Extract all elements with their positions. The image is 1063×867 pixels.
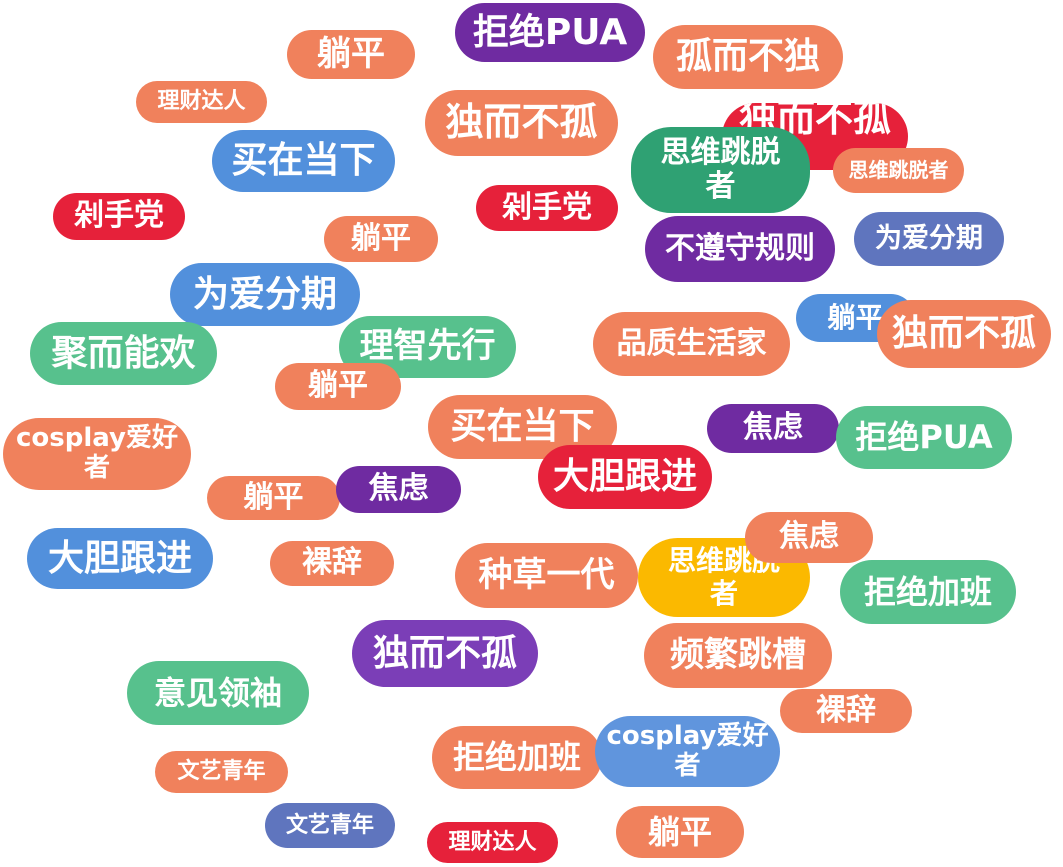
tag-pill: 焦虑 xyxy=(336,466,461,513)
tag-label: 文艺青年 xyxy=(177,759,266,785)
tag-pill: 躺平 xyxy=(207,476,340,520)
tag-label: 拒绝PUA xyxy=(855,418,993,457)
tag-label: 独而不孤 xyxy=(372,632,517,674)
tag-pill: 拒绝加班 xyxy=(432,726,602,789)
tag-label: cosplay爱好 者 xyxy=(16,423,178,483)
tag-label: 独而不孤 xyxy=(445,100,598,145)
tag-label: 躺平 xyxy=(243,479,304,515)
tag-label: 大胆跟进 xyxy=(47,537,192,579)
tag-pill: 独而不孤 xyxy=(877,300,1051,368)
tag-label: 焦虑 xyxy=(368,471,429,507)
tag-label: 意见领袖 xyxy=(153,673,282,712)
tag-pill: 大胆跟进 xyxy=(538,445,712,509)
tag-pill: 为爱分期 xyxy=(170,263,360,326)
tag-pill: 拒绝PUA xyxy=(455,3,645,62)
tag-label: 剁手党 xyxy=(74,198,164,234)
tag-pill: 意见领袖 xyxy=(127,661,309,725)
tag-pill: 躺平 xyxy=(287,30,415,79)
tag-label: 买在当下 xyxy=(231,140,376,182)
tag-label: 剁手党 xyxy=(502,189,592,225)
tag-pill: 不遵守规则 xyxy=(645,216,835,282)
tag-pill: 聚而能欢 xyxy=(30,322,217,385)
tag-label: 裸辞 xyxy=(302,545,362,581)
tag-pill: 买在当下 xyxy=(212,130,395,192)
tag-label: 理财达人 xyxy=(157,89,246,115)
tag-label: 裸辞 xyxy=(816,692,876,728)
tag-pill: 躺平 xyxy=(324,216,438,262)
tag-pill: 理财达人 xyxy=(136,81,267,123)
tag-label: 躺平 xyxy=(827,300,884,334)
tag-pill: 剁手党 xyxy=(476,185,618,231)
tag-pill: 理财达人 xyxy=(427,822,558,863)
tag-pill: 独而不孤 xyxy=(352,620,538,687)
tag-label: 买在当下 xyxy=(450,406,595,448)
tag-label: 独而不孤 xyxy=(891,313,1036,355)
tag-pill: 买在当下 xyxy=(428,395,617,459)
tag-pill: 大胆跟进 xyxy=(27,528,213,589)
tag-pill: 裸辞 xyxy=(270,541,394,586)
tag-label: 躺平 xyxy=(317,33,385,74)
tag-label: 理财达人 xyxy=(448,829,537,855)
tag-label: 躺平 xyxy=(308,368,368,404)
tag-label: 焦虑 xyxy=(743,410,803,446)
tag-pill: 频繁跳槽 xyxy=(644,623,832,688)
tag-pill: 为爱分期 xyxy=(854,212,1004,266)
tag-pill: cosplay爱好 者 xyxy=(595,716,780,787)
tag-label: 拒绝加班 xyxy=(452,738,581,777)
tag-pill: 种草一代 xyxy=(455,543,638,608)
tag-pill: 文艺青年 xyxy=(265,803,395,848)
tag-pill: 躺平 xyxy=(616,806,744,858)
tag-label: 思维跳脱者 xyxy=(848,158,949,182)
tag-pill: 拒绝加班 xyxy=(840,560,1016,624)
tag-pill: 思维跳脱者 xyxy=(833,148,964,193)
tag-pill: 孤而不独 xyxy=(653,25,843,89)
tag-label: 思维跳脱 者 xyxy=(660,134,781,204)
tag-label: 拒绝加班 xyxy=(863,572,992,611)
tag-label: 为爱分期 xyxy=(192,273,337,315)
tag-pill: 躺平 xyxy=(275,363,401,410)
tag-label: 躺平 xyxy=(351,220,411,256)
tag-label: 频繁跳槽 xyxy=(670,634,806,675)
tag-label: cosplay爱好 者 xyxy=(606,720,769,781)
tag-pill: 拒绝PUA xyxy=(836,406,1012,469)
tag-label: 孤而不独 xyxy=(675,36,820,78)
tag-label: 拒绝PUA xyxy=(472,11,628,53)
tag-label: 焦虑 xyxy=(779,519,839,555)
tag-pill: 文艺青年 xyxy=(155,751,288,793)
tag-label: 不遵守规则 xyxy=(665,230,815,266)
tag-pill: 剁手党 xyxy=(53,193,185,240)
tag-label: 文艺青年 xyxy=(285,812,374,838)
tag-pill: 焦虑 xyxy=(745,512,873,563)
tag-label: 聚而能欢 xyxy=(51,332,196,374)
tag-pill: 裸辞 xyxy=(780,689,912,733)
tag-pill: 思维跳脱 者 xyxy=(631,127,810,213)
tag-label: 大胆跟进 xyxy=(552,456,697,498)
tag-pill: cosplay爱好 者 xyxy=(3,418,191,490)
tag-pill: 焦虑 xyxy=(707,404,839,453)
tag-label: 为爱分期 xyxy=(875,223,983,255)
tag-label: 躺平 xyxy=(647,812,712,851)
tag-label: 种草一代 xyxy=(478,554,615,595)
tag-label: 品质生活家 xyxy=(616,325,767,361)
tag-pill: 独而不孤 xyxy=(425,90,618,156)
tag-pill: 品质生活家 xyxy=(593,312,790,376)
tag-label: 理智先行 xyxy=(359,326,496,367)
